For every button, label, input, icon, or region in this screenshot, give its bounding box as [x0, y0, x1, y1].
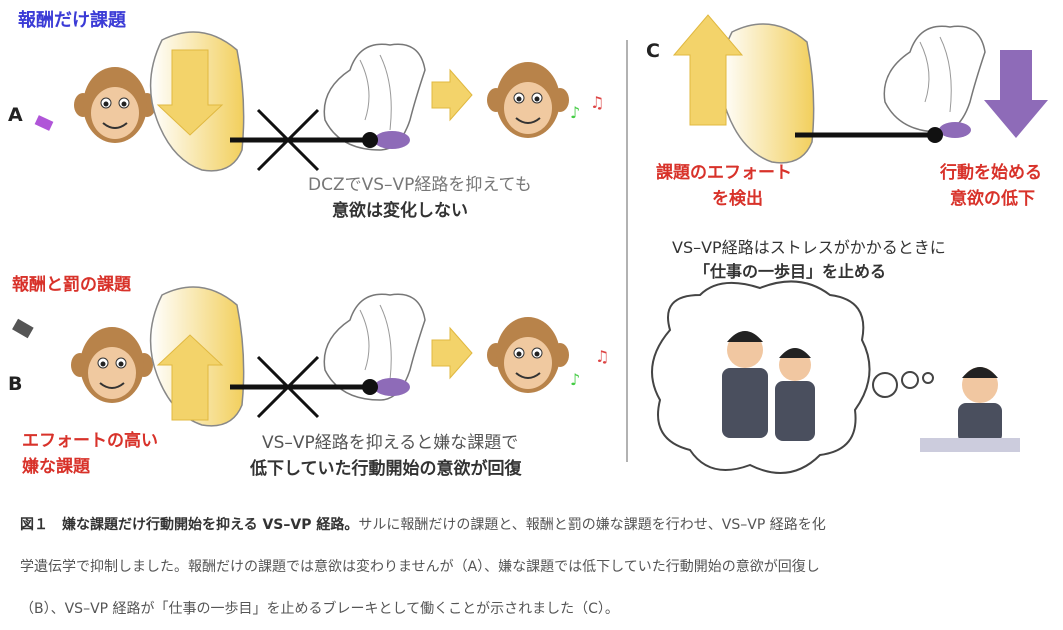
note-b-line2: 低下していた行動開始の意欲が回復 — [250, 459, 522, 479]
c-left-line2: を検出 — [712, 189, 763, 209]
air-puff-icon — [12, 318, 34, 339]
caption-line2: 学遺伝学で抑制しました。報酬だけの課題では意欲は変わりませんが（A）、嫌な課題で… — [20, 559, 820, 575]
c-right-line2: 意欲の低下 — [950, 189, 1035, 209]
panel-c-graphics — [651, 14, 1048, 474]
note-c-line1: VS–VP経路はストレスがかかるときに — [672, 238, 946, 257]
c-right-line1: 行動を始める — [940, 163, 1042, 183]
panel-label-a: A — [8, 104, 23, 126]
note-a-line2: 意欲は変化しない — [332, 201, 468, 221]
brain-icon — [883, 25, 986, 133]
arrow-down-icon — [984, 50, 1048, 138]
svg-text:♪: ♪ — [570, 370, 580, 389]
drop-tube-icon — [34, 115, 54, 131]
monkey-icon — [486, 316, 570, 394]
monkey-icon — [70, 326, 154, 404]
note-c-line2: 「仕事の一歩目」を止める — [694, 262, 887, 281]
caption-line1: 図１ 嫌な課題だけ行動開始を抑える VS–VP 経路。サルに報酬だけの課題と、報… — [20, 514, 826, 534]
monkey-icon — [486, 61, 570, 139]
note-a-line1: DCZでVS–VP経路を抑えても — [308, 175, 532, 195]
worker-figure-icon — [775, 348, 815, 441]
svg-text:♫: ♫ — [595, 347, 609, 366]
c-left-line1: 課題のエフォート — [656, 163, 792, 183]
cross-icon — [256, 108, 320, 172]
task-label-b: 報酬と罰の課題 — [12, 275, 131, 295]
vp-region — [374, 131, 410, 149]
arrow-down-icon — [156, 49, 224, 136]
panel-label-c: C — [646, 40, 660, 62]
boss-figure-icon — [722, 331, 768, 438]
arrow-right-icon — [431, 68, 473, 122]
music-note-icon: ♫ — [590, 93, 604, 112]
note-b-line1: VS–VP経路を抑えると嫌な課題で — [262, 433, 519, 453]
task-label-a: 報酬だけ課題 — [18, 10, 126, 31]
arrow-up-icon — [672, 14, 744, 126]
monkey-icon — [73, 66, 157, 144]
caption-line3: （B）、VS–VP 経路が「仕事の一歩目」を止めるブレーキとして働くことが示され… — [20, 601, 619, 617]
caption-text: サルに報酬だけの課題と、報酬と罰の嫌な課題を行わせ、VS–VP 経路を化 — [358, 517, 826, 533]
brain-icon — [719, 23, 815, 164]
arrow-right-icon — [431, 326, 473, 380]
arrow-up-icon — [156, 334, 224, 421]
panel-b-graphics: ♪ ♫ — [12, 286, 609, 427]
panel-label-b: B — [8, 373, 23, 395]
desk-worker-icon — [920, 367, 1020, 452]
caption-title: 図１ 嫌な課題だけ行動開始を抑える VS–VP 経路。 — [20, 517, 359, 533]
music-note-icon: ♪ — [570, 103, 580, 122]
effort-b-line2: 嫌な課題 — [22, 457, 90, 477]
panel-a-graphics: ♪ ♫ — [34, 31, 604, 172]
diagram-graphics: ♪ ♫ ♪ ♫ — [12, 14, 1048, 474]
effort-b-line1: エフォートの高い — [22, 431, 158, 451]
cross-icon — [256, 355, 320, 419]
